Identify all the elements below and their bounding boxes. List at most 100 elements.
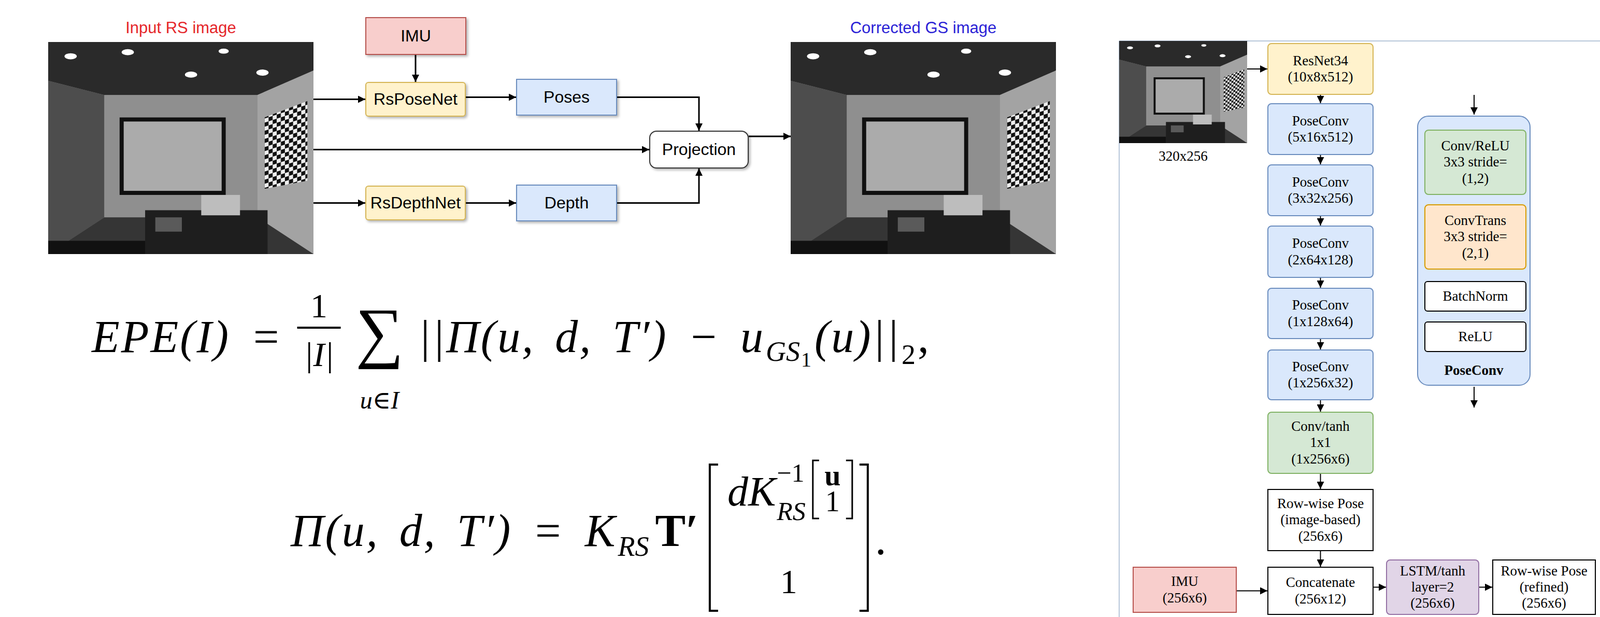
equation-term: T′ [654,503,698,559]
fraction-bar [297,326,341,329]
box-label: PoseConv [1444,362,1504,379]
flow-arrow [1247,68,1268,70]
box-label: ResNet34 (10x8x512) [1281,52,1360,85]
layer-box: Conv/ReLU 3x3 stride=(1,2) [1424,129,1527,195]
box-label: Projection [662,139,736,160]
flow-arrow [1320,216,1322,226]
flow-arrow [1320,400,1322,412]
flow-arrow [1320,473,1322,489]
box-label: ReLU [1458,328,1493,345]
box-label: PoseConv (1x256x32) [1281,358,1360,391]
flow-arrow [313,148,650,151]
flow-arrow [1473,94,1475,115]
layer-box: Conv/tanh 1x1 (1x256x6) [1267,411,1374,474]
equation-term: −1 [776,456,805,489]
flow-arrow [1236,590,1268,592]
flow-arrow [415,54,417,82]
flow-arrow [313,202,366,204]
thumbnail-photo [1119,40,1248,144]
equation-term: GS [765,334,800,369]
flow-arrow [1320,154,1322,165]
equation-term: u∈I [360,384,400,416]
flow-arrow [1479,586,1493,588]
layer-box: ReLU [1424,321,1527,352]
box-label: Conv/tanh 1x1 (1x256x6) [1285,418,1356,467]
box-label: Depth [544,193,589,213]
flow-arrow [465,202,517,204]
box-label: PoseConv (5x16x512) [1281,112,1360,146]
matrix-bracket [859,464,868,611]
network-box: RsDepthNet [365,185,466,221]
flow-arrow [1320,550,1322,567]
layer-box: PoseConv (3x32x256) [1267,164,1374,217]
output-box: Poses [516,78,618,116]
equation-term: 1 [801,347,812,373]
equation-term: . [875,511,887,567]
network-box: RsPoseNet [365,81,466,117]
box-label: RsDepthNet [370,193,461,213]
layer-box: BatchNorm [1424,280,1527,312]
flow-arrow [1473,386,1475,408]
flow-arrow [617,97,699,132]
flow-arrow [1320,277,1322,288]
matrix-bracket [846,460,853,519]
flow-arrow [617,168,699,204]
output-box: Depth [516,184,618,222]
tensor-box: Row-wise Pose (image-based) (256x6) [1267,488,1374,551]
layer-box: LSTM/tanh layer=2 (256x6) [1386,559,1480,615]
equation-term: , [917,309,930,365]
box-label: PoseConv (2x64x128) [1281,235,1360,268]
flow-arrow [1320,94,1322,104]
equation-term: 1 [310,284,328,326]
equation-term: RS [776,495,806,527]
layer-box: PoseConv (1x128x64) [1267,287,1374,339]
layer-box: ResNet34 (10x8x512) [1267,43,1374,95]
layer-box: PoseConv (1x256x32) [1267,349,1374,400]
matrix-bracket [709,464,719,611]
tensor-box: Concatenate (256x12) [1267,566,1374,615]
box-label: BatchNorm [1443,288,1509,305]
box-label: Conv/ReLU 3x3 stride=(1,2) [1436,137,1515,187]
flow-arrow [313,98,366,100]
box-label: IMU [400,26,432,46]
layer-box: PoseConv (2x64x128) [1267,225,1374,278]
input-photo [48,41,314,254]
tensor-box: Row-wise Pose (refined) (256x6) [1492,559,1596,615]
equation-term: Π(u, d, T′) = K [290,503,617,559]
box-label: ConvTrans 3x3 stride=(2,1) [1436,212,1515,261]
image-panel: Input RS image [48,18,314,254]
box-label: PoseConv (1x128x64) [1281,296,1360,330]
sensor-box: IMU [365,17,467,55]
image-thumbnail: 320x256 [1119,40,1248,166]
equation-term: (u)|| [814,309,901,365]
output-photo [790,41,1056,254]
process-box: Projection [649,130,749,169]
equation-term: |I| [303,333,334,375]
box-label: PoseConv (3x32x256) [1281,174,1360,207]
flow-arrow [465,96,517,98]
layer-box: ConvTrans 3x3 stride=(2,1) [1424,204,1527,270]
equation-term: 1 [780,560,798,602]
image-panel: Corrected GS image [790,18,1056,254]
caption-text: Corrected GS image [850,18,997,38]
equation-term: dK [727,466,776,517]
flow-arrow [1320,338,1322,350]
equation-term: EPE(I) = [91,309,283,365]
matrix-bracket [812,460,820,519]
layer-box: PoseConv (5x16x512) [1267,103,1374,155]
sensor-box: IMU (256x6) [1132,566,1237,613]
caption-text: Input RS image [125,18,237,38]
caption-text: 320x256 [1158,148,1208,165]
box-label: Poses [543,87,590,107]
box-label: Concatenate (256x12) [1281,574,1360,607]
box-label: LSTM/tanh layer=2 (256x6) [1396,562,1469,611]
box-label: Row-wise Pose (refined) (256x6) [1498,562,1590,611]
equation-term: ∑ [355,291,404,373]
box-label: RsPoseNet [373,89,458,109]
block-group: PoseConv Conv/ReLU 3x3 stride=(1,2) ConvTr… [1417,115,1531,386]
equation-term: 2 [901,337,916,372]
flow-arrow [1373,586,1387,588]
box-label: IMU (256x6) [1159,573,1211,606]
flow-arrow [748,135,791,138]
